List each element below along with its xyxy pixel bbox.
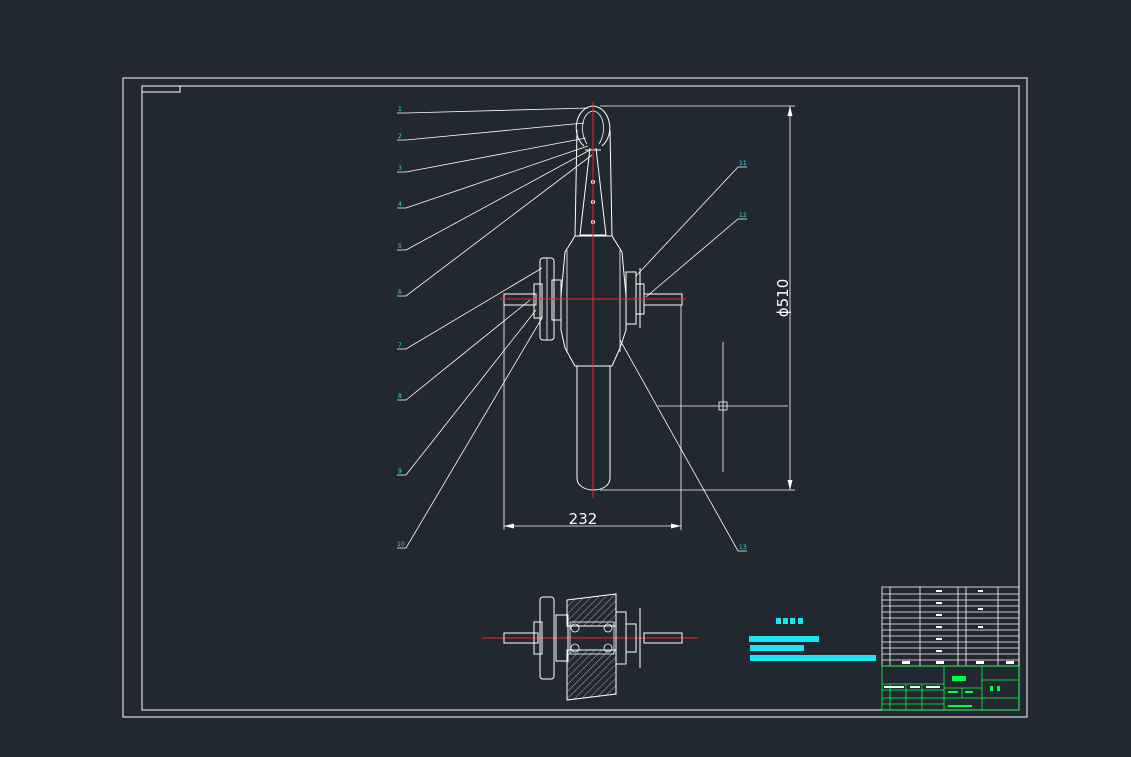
- leader-label-9: 9: [398, 468, 402, 475]
- leader-label-8: 8: [398, 393, 402, 400]
- width-dimension: 232: [503, 305, 682, 530]
- leader-label-1: 1: [398, 106, 402, 113]
- diameter-dimension-text: ϕ510: [774, 279, 792, 318]
- leader-label-3: 3: [398, 165, 402, 172]
- title-block: [881, 665, 1020, 711]
- inner-drawing-frame: [141, 85, 1020, 711]
- leader-label-4: 4: [398, 201, 402, 208]
- width-dimension-text: 232: [569, 510, 598, 528]
- leader-lines: [397, 107, 747, 552]
- cad-crosshair-cursor: [658, 342, 788, 472]
- leader-label-2: 2: [398, 133, 402, 140]
- section-view: [482, 593, 698, 701]
- leader-label-12: 12: [739, 212, 747, 219]
- leader-label-13: 13: [739, 544, 747, 551]
- leader-label-7: 7: [398, 342, 402, 349]
- leader-label-11: 11: [739, 160, 747, 167]
- outer-sheet-border: [122, 77, 1028, 718]
- technical-notes: [749, 618, 876, 661]
- diameter-dimension: ϕ510: [600, 105, 795, 491]
- parts-list-table: [881, 586, 1020, 667]
- leader-label-5: 5: [398, 243, 402, 250]
- leader-label-group: 1 2 3 4 5 6 7 8 9 10 11 12 13: [397, 106, 747, 551]
- leader-label-10: 10: [397, 541, 405, 548]
- wheel-front-view: [500, 102, 686, 498]
- leader-label-6: 6: [398, 289, 402, 296]
- drawing-number-box: [142, 86, 181, 93]
